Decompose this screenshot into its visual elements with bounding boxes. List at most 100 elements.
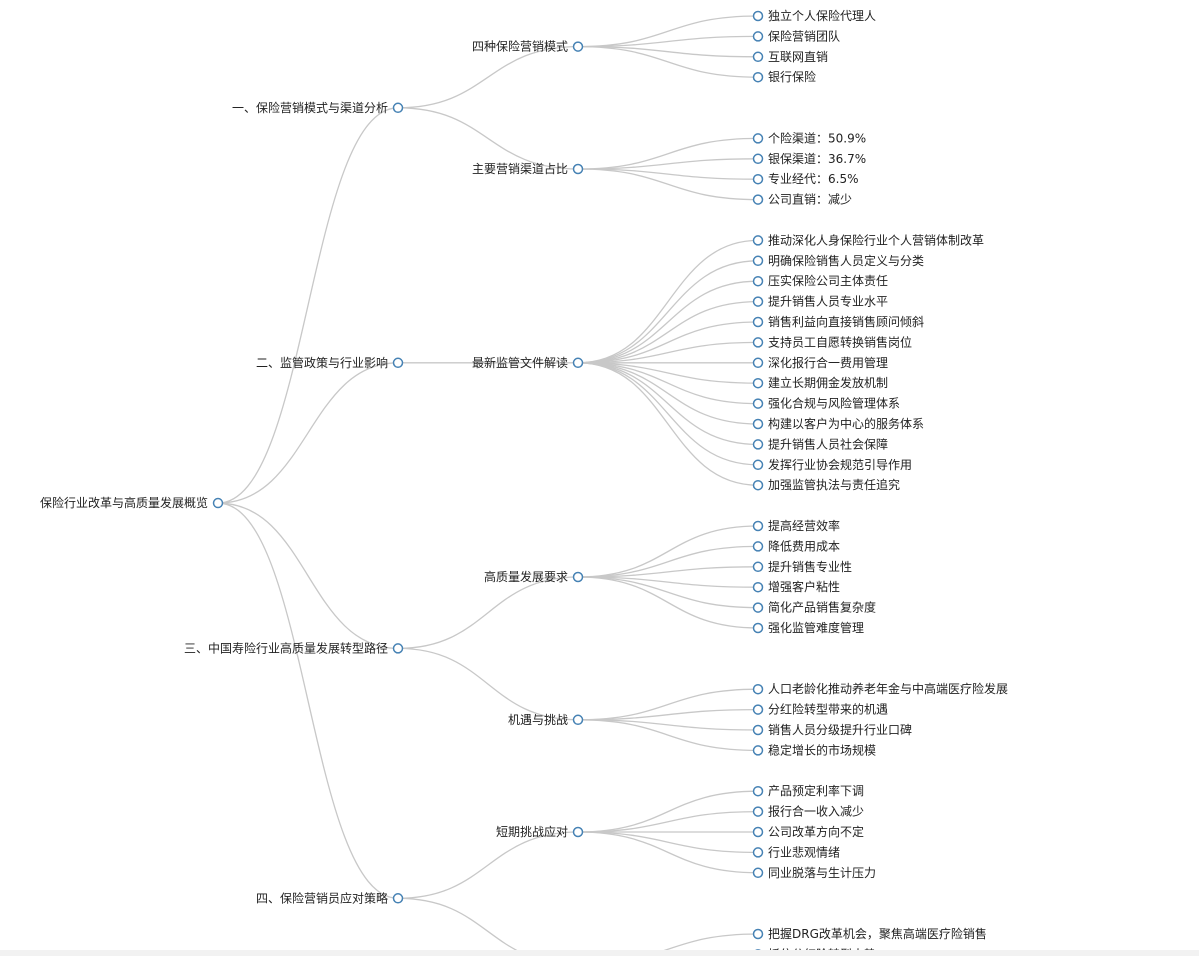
leaf-node[interactable]: 银行保险 [752, 69, 817, 84]
node-toggle-circle[interactable] [572, 41, 584, 52]
branch-node[interactable]: 三、中国寿险行业高质量发展转型路径 [184, 640, 404, 655]
leaf-node[interactable]: 同业脱落与生计压力 [752, 865, 877, 880]
leaf-node[interactable]: 银保渠道：36.7% [752, 152, 867, 166]
node-toggle-circle[interactable] [752, 683, 764, 695]
branch-node[interactable]: 高质量发展要求 [484, 569, 584, 584]
branch-node[interactable]: 一、保险营销模式与渠道分析 [232, 100, 404, 115]
leaf-node[interactable]: 简化产品销售复杂度 [752, 600, 877, 615]
node-toggle-circle[interactable] [752, 785, 764, 797]
leaf-node[interactable]: 推动深化人身保险行业个人营销体制改革 [752, 232, 985, 247]
node-toggle-circle[interactable] [752, 704, 764, 715]
leaf-node[interactable]: 提高经营效率 [752, 518, 841, 533]
branch-node[interactable]: 四、保险营销员应对策略 [256, 890, 404, 905]
leaf-node[interactable]: 明确保险销售人员定义与分类 [752, 253, 925, 268]
leaf-node[interactable]: 稳定增长的市场规模 [752, 742, 877, 757]
node-toggle-circle[interactable] [752, 928, 764, 940]
leaf-node[interactable]: 公司改革方向不定 [752, 824, 865, 839]
leaf-node[interactable]: 把握DRG改革机会，聚焦高端医疗险销售 [752, 926, 987, 941]
leaf-node[interactable]: 强化合规与风险管理体系 [752, 396, 901, 411]
node-toggle-circle[interactable] [752, 439, 764, 450]
branch-node[interactable]: 二、监管政策与行业影响 [256, 355, 404, 370]
leaf-node[interactable]: 发挥行业协会规范引导作用 [752, 457, 913, 472]
node-toggle-circle[interactable] [572, 571, 584, 583]
branch-node[interactable]: 主要营销渠道占比 [472, 161, 584, 176]
leaf-node[interactable]: 公司直销：减少 [752, 193, 853, 207]
leaf-node[interactable]: 深化报行合一费用管理 [752, 355, 889, 370]
node-toggle-circle[interactable] [752, 561, 764, 573]
node-toggle-circle[interactable] [752, 724, 764, 736]
node-toggle-circle[interactable] [752, 867, 764, 879]
node-toggle-circle[interactable] [752, 541, 764, 552]
node-toggle-circle[interactable] [752, 10, 764, 22]
node-toggle-circle[interactable] [752, 173, 764, 185]
leaf-node[interactable]: 支持员工自愿转换销售岗位 [752, 334, 913, 349]
leaf-node[interactable]: 加强监管执法与责任追究 [752, 477, 901, 492]
leaf-node[interactable]: 建立长期佣金发放机制 [752, 375, 889, 390]
node-toggle-circle[interactable] [572, 714, 584, 726]
node-toggle-circle[interactable] [752, 133, 764, 144]
node-toggle-circle[interactable] [752, 745, 764, 756]
leaf-node[interactable]: 增强客户粘性 [752, 579, 841, 594]
node-toggle-circle[interactable] [752, 153, 764, 165]
node-toggle-circle[interactable] [752, 316, 764, 328]
leaf-node[interactable]: 产品预定利率下调 [752, 783, 865, 798]
leaf-node[interactable]: 保险营销团队 [752, 28, 841, 43]
node-toggle-circle[interactable] [752, 235, 764, 246]
node-toggle-circle[interactable] [752, 31, 764, 42]
node-toggle-circle[interactable] [752, 275, 764, 287]
node-toggle-circle[interactable] [752, 255, 764, 267]
node-toggle-circle[interactable] [392, 643, 404, 654]
node-toggle-circle[interactable] [752, 337, 764, 348]
root-node[interactable]: 保险行业改革与高质量发展概览 [40, 495, 224, 510]
node-toggle-circle[interactable] [752, 71, 764, 83]
node-toggle-circle[interactable] [392, 357, 404, 369]
branch-node[interactable]: 最新监管文件解读 [472, 355, 584, 370]
node-label: 构建以客户为中心的服务体系 [768, 416, 924, 431]
node-toggle-circle[interactable] [752, 418, 764, 430]
node-toggle-circle[interactable] [572, 163, 584, 175]
tree-link [577, 831, 759, 874]
leaf-node[interactable]: 强化监管难度管理 [752, 620, 865, 635]
leaf-node[interactable]: 互联网直销 [752, 50, 829, 64]
branch-node[interactable]: 四种保险营销模式 [472, 39, 584, 54]
node-toggle-circle[interactable] [752, 296, 764, 307]
node-toggle-circle[interactable] [212, 497, 224, 509]
node-toggle-circle[interactable] [392, 102, 404, 114]
node-toggle-circle[interactable] [572, 357, 584, 369]
branch-node[interactable]: 机遇与挑战 [508, 713, 584, 727]
node-label: 个险渠道：50.9% [768, 130, 866, 145]
node-toggle-circle[interactable] [392, 893, 404, 904]
leaf-node[interactable]: 压实保险公司主体责任 [752, 273, 889, 288]
leaf-node[interactable]: 降低费用成本 [752, 539, 841, 553]
node-toggle-circle[interactable] [752, 194, 764, 205]
node-toggle-circle[interactable] [752, 602, 764, 613]
leaf-node[interactable]: 行业悲观情绪 [752, 844, 841, 859]
leaf-node[interactable]: 构建以客户为中心的服务体系 [752, 416, 925, 431]
node-toggle-circle[interactable] [752, 377, 764, 389]
node-toggle-circle[interactable] [752, 826, 764, 838]
node-toggle-circle[interactable] [752, 398, 764, 409]
leaf-node[interactable]: 提升销售专业性 [752, 559, 853, 574]
leaf-node[interactable]: 提升销售人员专业水平 [752, 294, 889, 309]
node-toggle-circle[interactable] [572, 826, 584, 838]
leaf-node[interactable]: 销售人员分级提升行业口碑 [752, 722, 913, 737]
leaf-node[interactable]: 个险渠道：50.9% [752, 130, 867, 145]
leaf-node[interactable]: 分红险转型带来的机遇 [752, 702, 889, 717]
node-toggle-circle[interactable] [752, 459, 764, 471]
node-toggle-circle[interactable] [752, 581, 764, 593]
node-toggle-circle[interactable] [752, 51, 764, 63]
leaf-node[interactable]: 人口老龄化推动养老年金与中高端医疗险发展 [752, 681, 1009, 696]
tree-link [577, 362, 759, 466]
node-toggle-circle[interactable] [752, 847, 764, 858]
leaf-node[interactable]: 销售利益向直接销售顾问倾斜 [752, 314, 925, 329]
leaf-node[interactable]: 独立个人保险代理人 [752, 8, 877, 23]
branch-node[interactable]: 短期挑战应对 [496, 824, 584, 839]
node-toggle-circle[interactable] [752, 622, 764, 634]
leaf-node[interactable]: 提升销售人员社会保障 [752, 436, 889, 451]
leaf-node[interactable]: 报行合一收入减少 [752, 804, 865, 819]
node-toggle-circle[interactable] [752, 520, 764, 532]
node-toggle-circle[interactable] [752, 806, 764, 817]
node-toggle-circle[interactable] [752, 479, 764, 491]
node-toggle-circle[interactable] [752, 357, 764, 369]
leaf-node[interactable]: 专业经代：6.5% [752, 171, 859, 186]
